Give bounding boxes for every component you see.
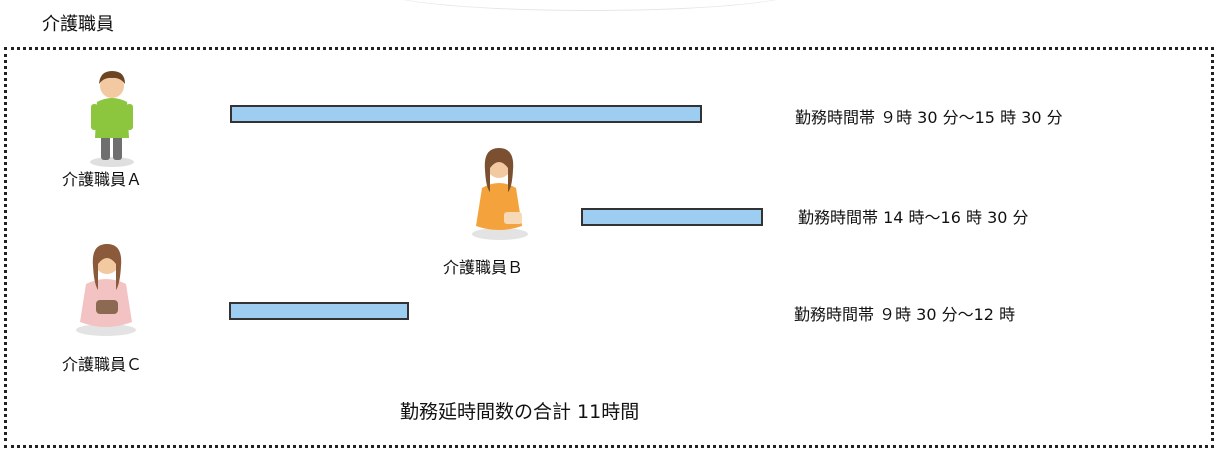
woman-orange-dress-icon [464,142,534,242]
worker-a-shift-bar [230,105,702,123]
diagram-frame [4,47,1214,448]
worker-c-shift-bar [229,302,409,320]
worker-b-label: 介護職員Ｂ [443,258,524,277]
worker-a-shift-label: 勤務時間帯 ９時 30 分～15 時 30 分 [795,108,1063,127]
decorative-arc [380,0,800,11]
worker-a-label: 介護職員Ａ [62,170,143,189]
section-title: 介護職員 [42,14,114,35]
worker-c-label: 介護職員Ｃ [62,355,143,374]
worker-b-shift-bar [581,208,763,226]
total-hours-label: 勤務延時間数の合計 11時間 [400,401,640,423]
woman-pink-dress-icon [70,238,144,338]
worker-c-shift-label: 勤務時間帯 ９時 30 分～12 時 [794,305,1016,324]
man-green-shirt-icon [82,66,142,168]
worker-b-shift-label: 勤務時間帯 14 時～16 時 30 分 [798,208,1029,227]
